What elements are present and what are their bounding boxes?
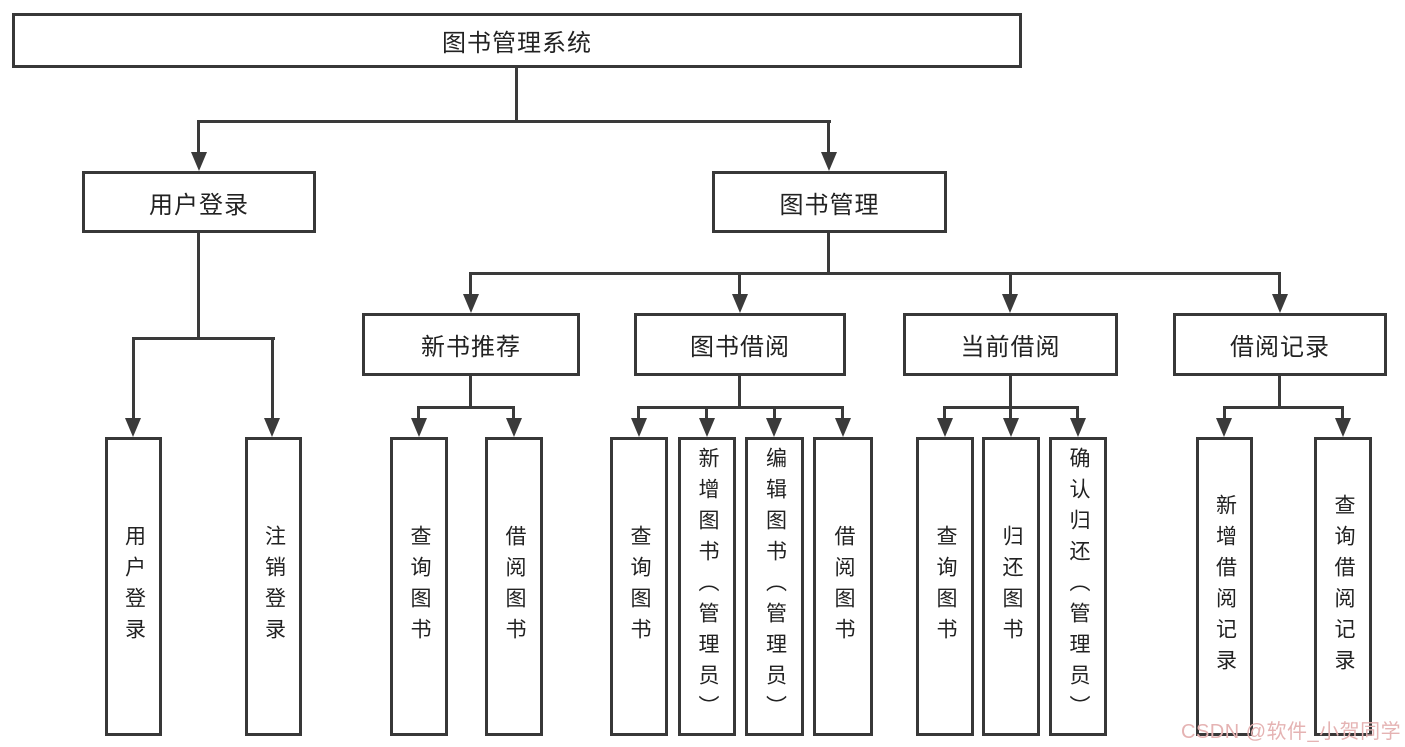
connector-stem [417, 406, 420, 421]
connector-level3-hline [469, 272, 1281, 275]
connector-group-hline [417, 406, 515, 409]
arrowhead-down [699, 418, 715, 437]
arrowhead-down [506, 418, 522, 437]
arrowhead-down [1272, 294, 1288, 313]
connector-stem [1009, 272, 1012, 296]
connector-group-stub [1278, 376, 1281, 409]
node-system-root: 图书管理系统 [12, 13, 1022, 68]
arrowhead-down [191, 152, 207, 171]
arrowhead-down [821, 152, 837, 171]
connector-group-hline [1223, 406, 1344, 409]
arrowhead-down [766, 418, 782, 437]
arrowhead-down [1003, 418, 1019, 437]
leaf-records-query-record: 查询借阅记录 [1314, 437, 1372, 736]
arrowhead-down [631, 418, 647, 437]
leaf-borrow-borrow-books: 借阅图书 [813, 437, 873, 736]
connector-root-stub [515, 68, 518, 123]
connector-login-hline [132, 337, 275, 340]
arrowhead-down [835, 418, 851, 437]
arrowhead-down [1002, 294, 1018, 313]
connector-stem [512, 406, 515, 421]
connector-stem [943, 406, 946, 421]
connector-level2-hline [197, 120, 831, 123]
connector-stem [827, 120, 830, 154]
arrowhead-down [937, 418, 953, 437]
leaf-recommend-query-books: 查询图书 [390, 437, 448, 736]
arrowhead-down [463, 294, 479, 313]
connector-group-stub [469, 376, 472, 409]
connector-stem [738, 272, 741, 296]
arrowhead-down [264, 418, 280, 437]
leaf-borrow-edit-books-admin: 编辑图书（管理员） [745, 437, 804, 736]
leaf-user-login: 用户登录 [105, 437, 162, 736]
leaf-recommend-borrow-books: 借阅图书 [485, 437, 543, 736]
arrowhead-down [411, 418, 427, 437]
node-book-management: 图书管理 [712, 171, 947, 233]
connector-stem [271, 337, 274, 421]
connector-stem [1278, 272, 1281, 296]
leaf-logout: 注销登录 [245, 437, 302, 736]
connector-group-stub [738, 376, 741, 409]
arrowhead-down [732, 294, 748, 313]
connector-stem [637, 406, 640, 421]
csdn-watermark: CSDN @软件_小贺同学 [1181, 721, 1402, 743]
node-user-login: 用户登录 [82, 171, 316, 233]
leaf-borrow-add-books-admin: 新增图书（管理员） [678, 437, 736, 736]
connector-stem [197, 120, 200, 154]
connector-management-stub [827, 233, 830, 275]
arrowhead-down [1216, 418, 1232, 437]
connector-stem [1341, 406, 1344, 421]
connector-stem [1009, 406, 1012, 421]
connector-stem [773, 406, 776, 421]
arrowhead-down [1335, 418, 1351, 437]
connector-stem [841, 406, 844, 421]
node-current-borrow: 当前借阅 [903, 313, 1118, 376]
connector-stem [469, 272, 472, 296]
connector-stem [1223, 406, 1226, 421]
arrowhead-down [125, 418, 141, 437]
node-borrow-records: 借阅记录 [1173, 313, 1387, 376]
connector-group-stub [1009, 376, 1012, 409]
connector-stem [132, 337, 135, 421]
connector-stem [1076, 406, 1079, 421]
node-new-book-recommend: 新书推荐 [362, 313, 580, 376]
leaf-records-add-record: 新增借阅记录 [1196, 437, 1253, 736]
leaf-current-confirm-return-admin: 确认归还（管理员） [1049, 437, 1107, 736]
leaf-borrow-query-books: 查询图书 [610, 437, 668, 736]
arrowhead-down [1070, 418, 1086, 437]
leaf-current-return-books: 归还图书 [982, 437, 1040, 736]
connector-stem [705, 406, 708, 421]
leaf-current-query-books: 查询图书 [916, 437, 974, 736]
node-book-borrow: 图书借阅 [634, 313, 846, 376]
connector-group-hline [637, 406, 844, 409]
connector-login-stub [197, 233, 200, 339]
